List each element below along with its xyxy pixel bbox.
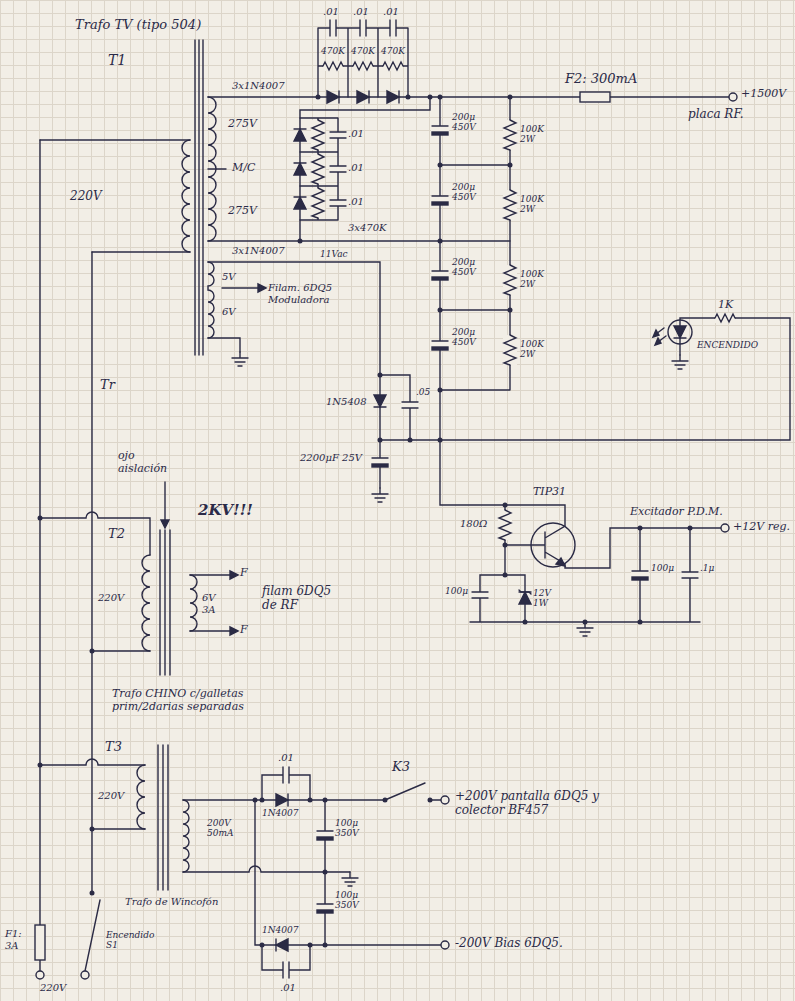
schematic-label: 100K 2W [520,194,556,215]
ground-symbols [232,352,688,886]
diode-symbols [276,91,686,951]
schematic-label: .01 [353,6,369,18]
schematic-label: Tr [100,378,115,393]
schematic-label: +200V pantalla 6DQ5 y colector BF457 [455,790,605,818]
schematic-label: Filam. 6DQ5 Moduladora [268,282,360,305]
schematic-label: .01 [383,6,399,18]
schematic-label: 200μ 450V [452,112,488,133]
schematic-label: 200μ 450V [452,257,488,278]
schematic-label: .1μ [700,563,714,573]
schematic-label: ojo aislación [118,450,180,475]
schematic-label: 3x470K [348,222,387,234]
schematic-label: 200μ 450V [452,182,488,203]
schematic-label: F1: 3A [5,928,33,951]
schematic-label: .01 [278,752,294,764]
schematic-label: 275V [228,205,257,218]
resistor-symbols [311,61,735,540]
schematic-label: 2200μF 25V [300,452,362,464]
schematic-label: K3 [392,760,410,775]
schematic-label: filam 6DQ5 de RF [262,585,346,613]
schematic-label: 100μ 350V [335,890,373,911]
schematic-label: 220V [70,190,102,204]
schematic-label: .01 [323,6,339,18]
schematic-label: ENCENDIDO [697,340,758,350]
schematic-label: 100K 2W [520,269,556,290]
schematic-label: Trafo TV (tipo 504) [75,18,201,33]
schematic-label: TIP31 [533,486,566,499]
wires [40,28,790,971]
fuse-symbols [35,92,610,960]
schematic-label: +1500V [741,88,786,101]
schematic-label: F [240,624,248,637]
schematic-label: 2KV!!! [198,502,253,519]
schematic-label: 11Vac [320,249,348,259]
schematic-label: M/C [232,162,255,175]
schematic-label: .01 [280,982,296,994]
schematic-label: Trafo CHINO c/galletas prim/2darias sepa… [112,688,284,713]
schematic-label: .01 [348,128,364,140]
schematic-label: 1N5408 [326,396,367,408]
schematic-label: 220V [98,592,124,604]
capacitor-symbols [283,19,699,979]
schematic-label: 5V [222,271,236,283]
schematic-label: 6V 3A [202,592,230,615]
schematic-label: 200V 50mA [207,818,241,839]
schematic-label: 470K [351,46,375,56]
schematic-label: 180Ω [460,518,487,530]
schematic-label: 100μ [445,586,468,596]
schematic-label: 3x1N4007 [232,245,285,257]
schematic-label: 1N4007 [262,925,299,935]
schematic-label: Excitador P.D.M. [630,506,723,519]
schematic-label: T2 [108,527,125,542]
schematic-label: 100μ 350V [335,818,373,839]
schematic-label: 220V [40,982,66,994]
schematic-label: .01 [348,196,364,208]
terminals [36,93,737,979]
schematic-label: 100K 2W [520,339,556,360]
schematic-label: F2: 300mA [565,72,637,87]
schematic-label: Trafo de Wincofón [125,896,220,908]
schematic-label: 100K 2W [520,124,556,145]
schematic-label: placa RF. [688,108,744,122]
device-outlines [531,320,692,567]
junction-dots [38,95,693,948]
schematic-label: 275V [228,118,257,131]
schematic-label: 220V [98,790,124,802]
schematic-label: 200μ 450V [452,327,488,348]
schematic-label: Encendido S1 [106,930,166,951]
schematic-label: 470K [321,46,345,56]
schematic-label: -200V Bias 6DQ5. [455,937,563,951]
arrowheads [161,284,661,635]
schematic-label: 1N4007 [262,808,299,818]
schematic-label: 12V 1W [533,588,565,609]
schematic-label: .05 [416,387,430,397]
schematic-label: 100μ [651,563,674,573]
schematic-label: F [240,567,248,580]
schematic-label: 470K [381,46,405,56]
schematic-label: 1K [718,299,733,312]
schematic-label: .01 [348,162,364,174]
transformer-windings [137,97,216,872]
schematic-label: T3 [105,740,122,755]
schematic-label: +12V reg. [733,521,790,534]
schematic-label: 3x1N4007 [232,80,285,92]
schematic-label: T1 [108,52,126,68]
schematic-label: 6V [222,306,236,318]
